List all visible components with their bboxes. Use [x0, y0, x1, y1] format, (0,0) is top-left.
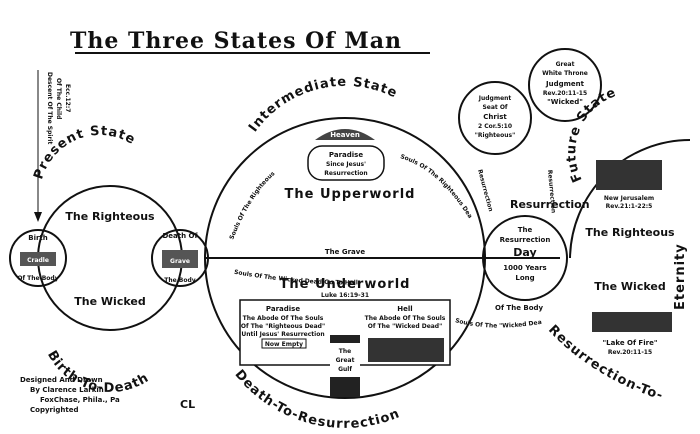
now-empty-box	[261, 338, 307, 349]
heaven-dome	[315, 129, 375, 140]
descent-spirit-line-2: Of The Child	[55, 78, 62, 119]
judgment-seat-circle	[458, 81, 532, 155]
judgment-seat-line-4: 2 Cor.5:10	[478, 123, 512, 130]
present-righteous: The Righteous	[65, 210, 155, 223]
paradise-lower-title: Paradise	[266, 305, 300, 313]
hell-line-2: The Abode Of The Souls	[365, 315, 446, 322]
paradise-lower-line-3: Of The "Righteous Dead"	[241, 323, 325, 330]
paradise-lower-line-4: Until Jesus' Resurrection	[241, 331, 324, 338]
credits-line-1: Designed And Drawn	[20, 376, 103, 384]
present-state-circle	[37, 185, 183, 331]
lake-of-fire-icon	[592, 312, 672, 332]
judgment-seat-line-3: Christ	[483, 113, 507, 121]
white-throne-circle	[528, 48, 602, 122]
paradise-upper-line-3: Resurrection	[324, 170, 367, 177]
left-arc-text: Souls Of The Righteous	[228, 170, 276, 241]
res-of-the-body: Of The Body	[495, 304, 544, 312]
paradise-upper-line-2: Since Jesus'	[326, 161, 366, 168]
death-the-body-label: The Body	[164, 277, 196, 284]
white-throne-line-3: Judgment	[545, 80, 585, 88]
birth-circle	[9, 229, 67, 287]
res-day-line-3: Day	[513, 246, 536, 259]
res-day-line-1: The	[518, 226, 533, 234]
white-throne-line-4: Rev.20:11-15	[543, 90, 587, 97]
descent-spirit-line-1: Descent Of The Spirit	[46, 72, 53, 144]
death-to-resurrection-label: Death-To-Resurrection	[232, 367, 403, 430]
gulf-line-2: Great	[336, 357, 355, 364]
res-day-line-5: Long	[515, 274, 534, 282]
white-throne-line-1: Great	[556, 61, 575, 68]
luke-reference: Luke 16:19-31	[321, 292, 369, 299]
judgment-seat-line-1: Judgment	[478, 95, 512, 102]
intermediate-state-label: Intermediate State	[246, 75, 400, 135]
paradise-upper-box	[307, 145, 385, 181]
monogram: CL	[180, 398, 195, 411]
grave-label: Grave	[170, 258, 190, 265]
paradise-lower-now-empty: Now Empty	[265, 341, 303, 348]
death-of-label: Death Of	[162, 232, 198, 240]
judgment-seat-line-5: "Righteous"	[475, 132, 515, 139]
underworld-label: The Underworld	[280, 277, 411, 292]
new-jerusalem-ref: Rev.21:1-22:5	[606, 203, 653, 210]
credits-line-2: By Clarence Larkin	[30, 386, 104, 394]
judgment-seat-line-2: Seat Of	[482, 104, 507, 111]
lake-of-fire-ref: Rev.20:11-15	[608, 349, 652, 356]
cradle-icon	[20, 252, 56, 266]
present-wicked: The Wicked	[74, 295, 145, 308]
resurrection-day-circle	[482, 215, 568, 301]
cradle-label: Cradle	[27, 257, 49, 264]
the-grave-label: The Grave	[325, 248, 365, 256]
heaven-label: Heaven	[330, 131, 360, 139]
great-gulf-label-bg	[330, 343, 360, 377]
hell-fire	[368, 338, 444, 362]
descent-of-spirit: Descent Of The Spirit Of The Child Ecc.1…	[34, 70, 71, 222]
hell-title: Hell	[397, 305, 412, 313]
descent-spirit-line-3: Ecc.12:7	[64, 84, 71, 112]
grave-icon	[162, 250, 198, 268]
birth-of-body-label: Of The Body	[17, 275, 58, 282]
white-throne-line-5: "Wicked"	[547, 98, 583, 106]
resurrection-label: Resurrection	[510, 198, 590, 211]
resurrection-to-label: Resurrection-To-	[545, 322, 665, 403]
credits-line-4: Copyrighted	[30, 406, 78, 414]
lake-of-fire-label: "Lake Of Fire"	[603, 339, 658, 347]
res-day-line-2: Resurrection	[500, 236, 551, 244]
birth-label: Birth	[28, 234, 48, 242]
gulf-line-3: Gulf	[338, 366, 352, 373]
credits-line-3: FoxChase, Phila., Pa	[40, 396, 120, 404]
upperworld-label: The Upperworld	[285, 187, 416, 202]
new-jerusalem-icon	[596, 160, 662, 190]
page-title: The Three States Of Man	[70, 28, 402, 54]
hell-line-3: Of The "Wicked Dead"	[368, 323, 442, 330]
res-day-line-4: 1000 Years	[503, 264, 546, 272]
future-righteous: The Righteous	[585, 226, 675, 239]
gulf-line-1: The	[339, 348, 351, 355]
second-resurrection-label: Resurrection	[546, 170, 557, 214]
first-resurrection-label: Resurrection	[476, 169, 494, 213]
paradise-lower-line-2: The Abode Of The Souls	[243, 315, 324, 322]
white-throne-line-2: White Throne	[542, 70, 588, 77]
eternity-label: Eternity	[673, 243, 688, 310]
paradise-upper-title: Paradise	[329, 151, 363, 159]
future-wicked: The Wicked	[594, 280, 665, 293]
new-jerusalem-label: New Jerusalem	[604, 195, 654, 202]
